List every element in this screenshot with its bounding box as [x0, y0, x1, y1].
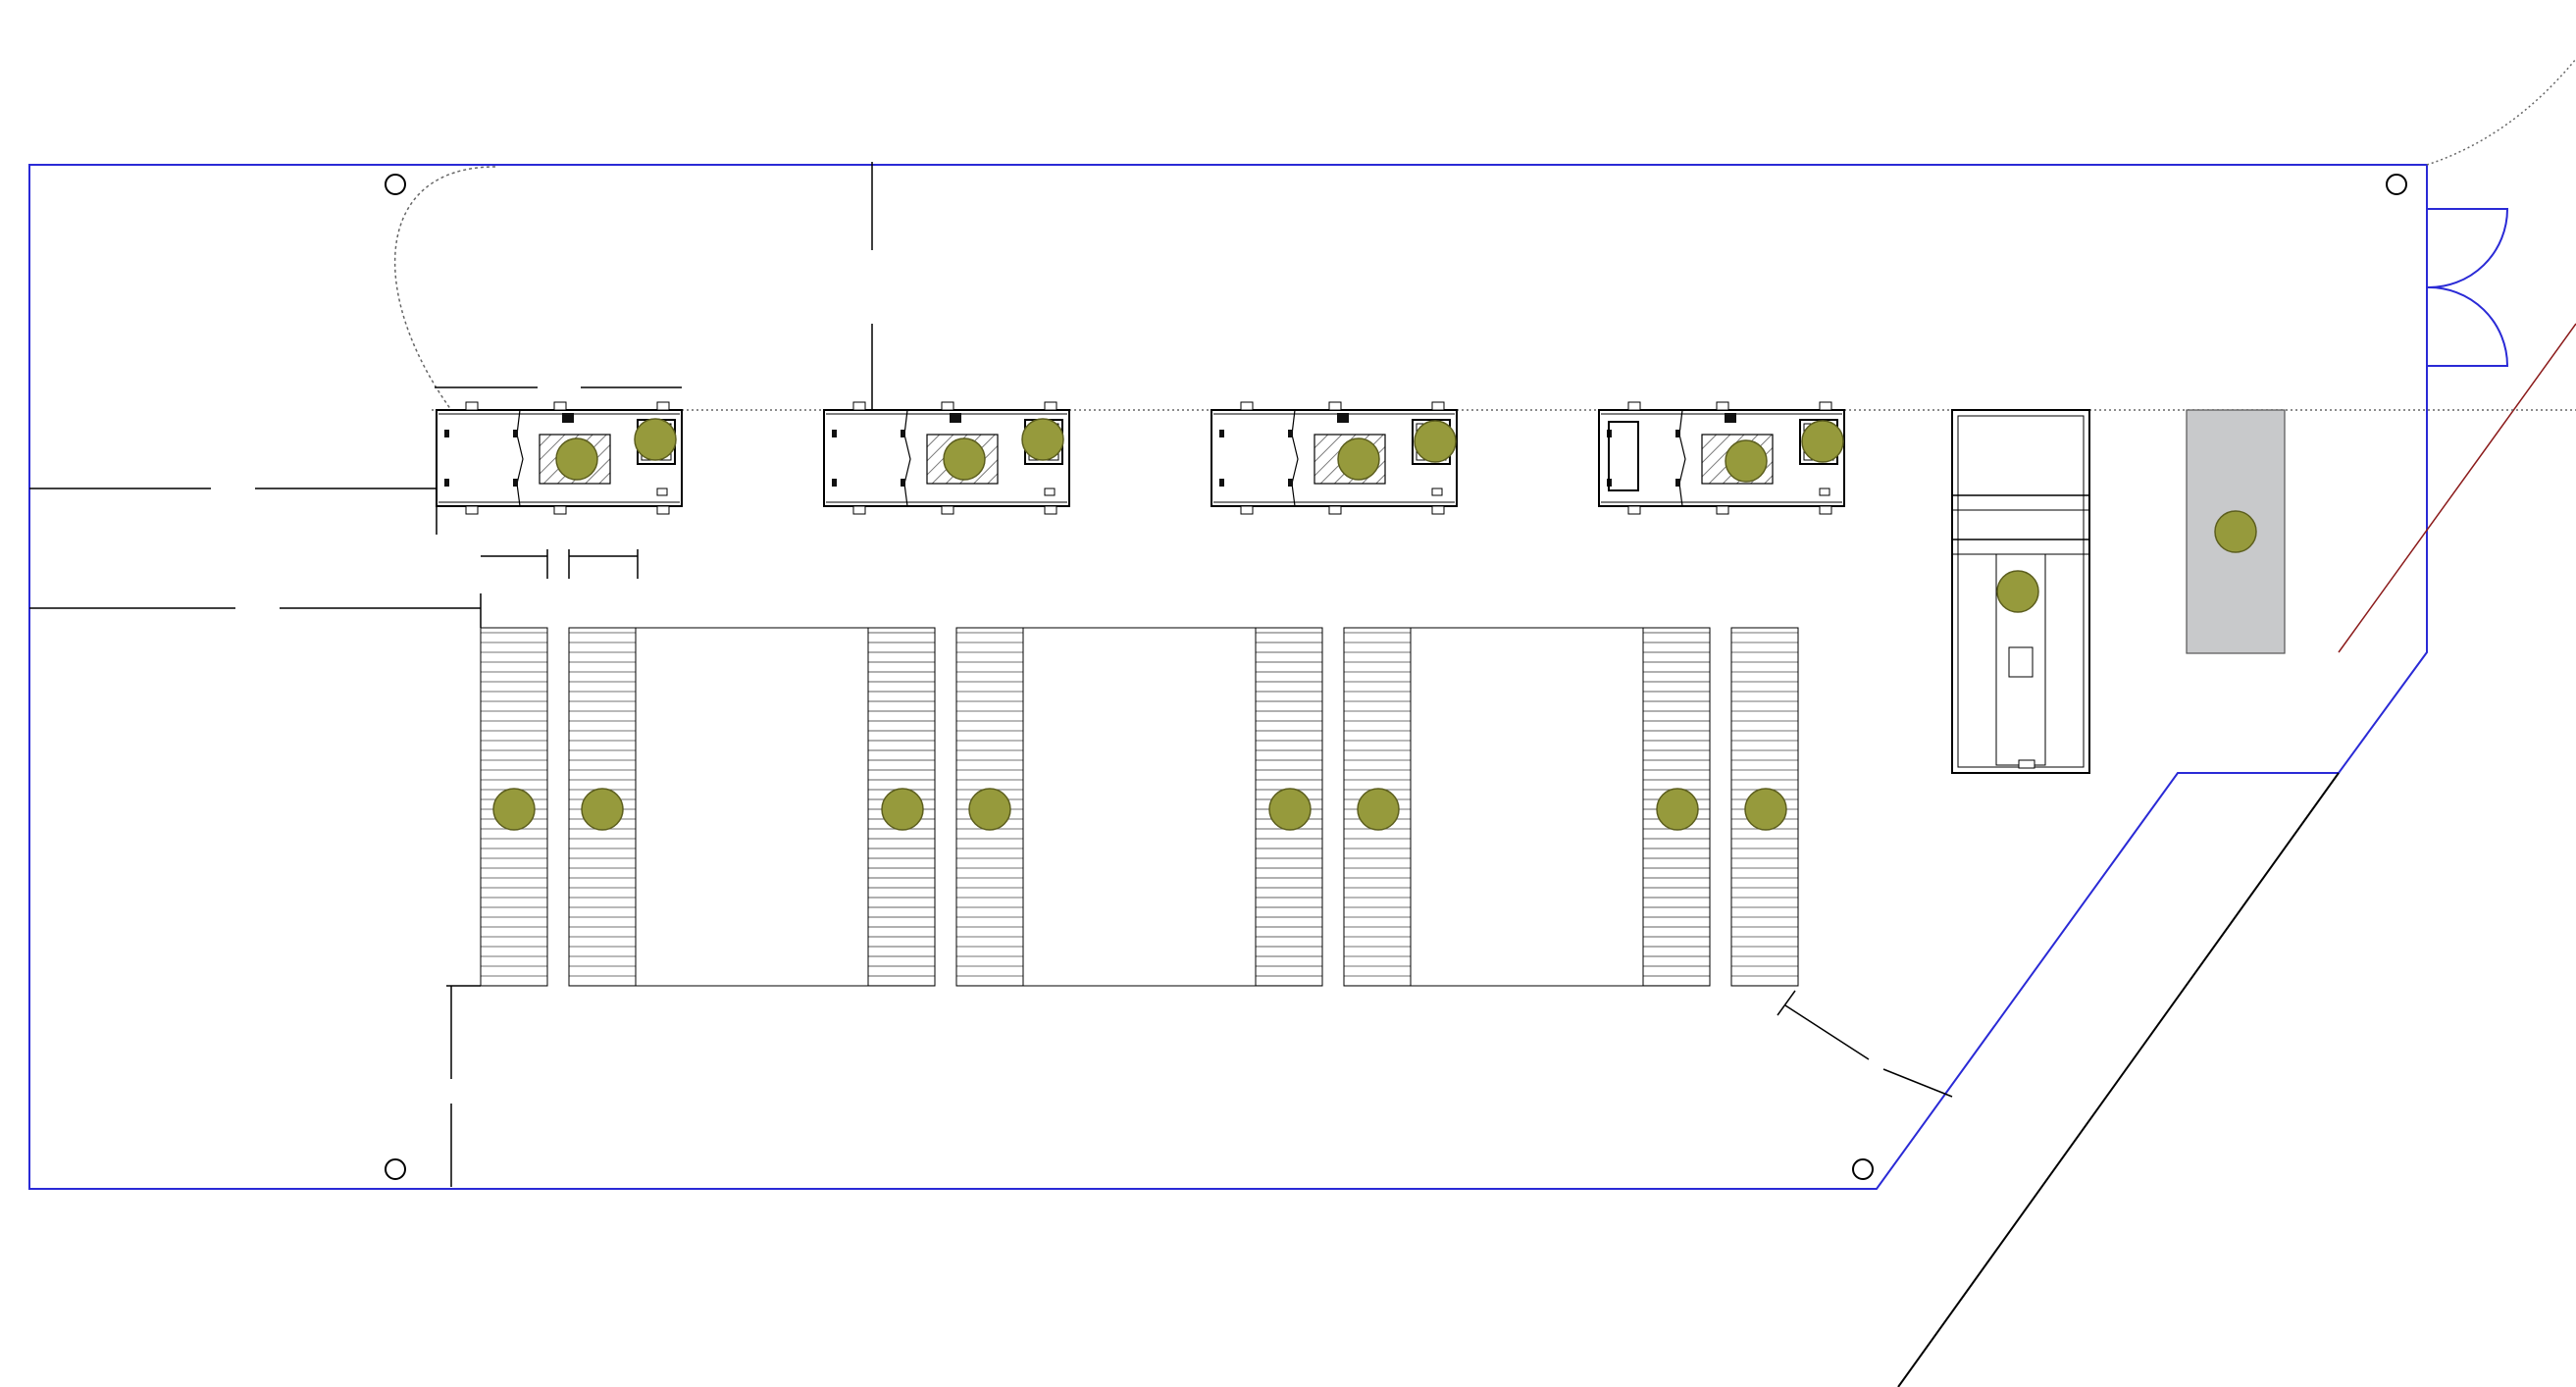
- equipment-unit-3: [1211, 401, 1458, 515]
- marker-3: [943, 437, 986, 481]
- marker-7: [1725, 439, 1768, 483]
- marker-15: [1268, 788, 1312, 831]
- marker-1: [555, 437, 598, 481]
- marker-17: [1656, 788, 1699, 831]
- marker-4: [1021, 418, 1064, 461]
- survey-points: [385, 174, 2407, 1180]
- marker-16: [1357, 788, 1400, 831]
- marker-8: [1801, 420, 1844, 463]
- marker-10: [2214, 510, 2257, 553]
- marker-6: [1414, 420, 1457, 463]
- turning-path: [393, 166, 496, 411]
- marker-18: [1744, 788, 1787, 831]
- rack-1: [480, 627, 936, 987]
- site-boundary: [28, 164, 2428, 1190]
- road-line-red: [2338, 323, 2576, 653]
- rack-bays: [480, 627, 1799, 987]
- marker-2: [634, 418, 677, 461]
- marker-13: [881, 788, 924, 831]
- rack-3: [1255, 627, 1711, 987]
- equipment-unit-4: [1598, 401, 1845, 515]
- marker-11: [492, 788, 536, 831]
- road-edge-arc: [2426, 58, 2576, 166]
- rack-2: [867, 627, 1323, 987]
- marker-14: [968, 788, 1011, 831]
- marker-9: [1996, 570, 2039, 613]
- entrance-gate: [2426, 208, 2509, 367]
- marker-5: [1337, 437, 1380, 481]
- equipment-units: [436, 401, 1845, 515]
- location-markers: [492, 418, 2257, 831]
- road-line-black: [1897, 772, 2340, 1387]
- marker-12: [581, 788, 624, 831]
